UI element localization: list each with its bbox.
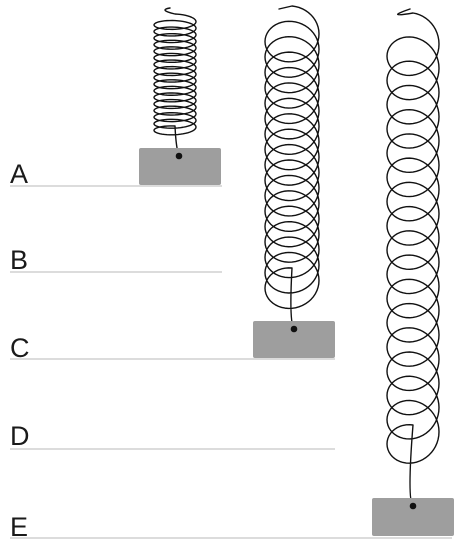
level-label-c: C [10,333,30,363]
level-label-e: E [10,512,28,541]
level-label-b: B [10,245,28,275]
spring-3 [372,8,454,536]
mass-2-attach-dot [290,325,298,333]
level-label-a: A [10,159,28,189]
spring-3-coil [386,8,440,507]
spring-1 [139,7,221,185]
mass-1 [139,148,221,185]
mass-3 [372,498,454,536]
mass-3-attach-dot [409,502,417,510]
spring-2-coil [264,5,320,330]
mass-1-attach-dot [175,152,183,160]
spring-2 [253,5,335,358]
level-label-d: D [10,421,30,451]
spring-1-coil [153,7,197,157]
mass-2 [253,321,335,358]
